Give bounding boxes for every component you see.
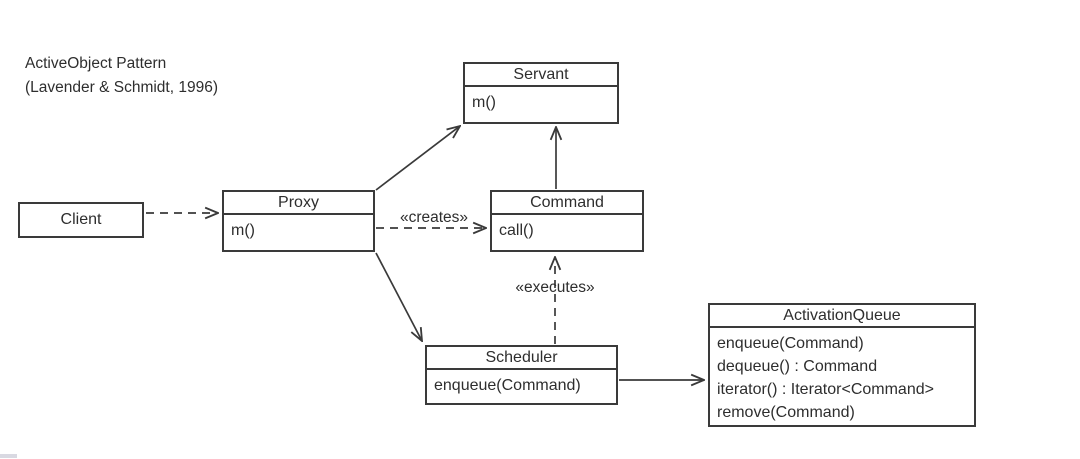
class-box-servant: Servant m() [463,62,619,124]
class-member: call() [499,222,534,239]
class-box-activationqueue: ActivationQueue enqueue(Command) dequeue… [708,303,976,427]
corner-artifact [0,454,17,458]
class-member: m() [231,222,255,239]
class-member: remove(Command) [717,404,855,421]
class-members-servant: m() [465,87,617,114]
class-name-scheduler: Scheduler [427,347,616,370]
class-member: enqueue(Command) [434,377,581,394]
edge-label-creates: «creates» [399,209,469,226]
edge-label-executes: «executes» [515,279,595,296]
class-members-scheduler: enqueue(Command) [427,370,616,397]
class-name-proxy: Proxy [224,192,373,215]
diagram-title: ActiveObject Pattern (Lavender & Schmidt… [25,52,218,100]
class-member: iterator() : Iterator<Command> [717,381,934,398]
class-box-scheduler: Scheduler enqueue(Command) [425,345,618,405]
edge-proxy-to-scheduler [375,252,422,341]
class-name-servant: Servant [465,64,617,87]
class-members-activationqueue: enqueue(Command) dequeue() : Command ite… [710,328,974,424]
class-member: m() [472,94,496,111]
class-member: enqueue(Command) [717,335,864,352]
class-members-command: call() [492,215,642,242]
class-box-proxy: Proxy m() [222,190,375,252]
class-member: dequeue() : Command [717,358,878,375]
class-name-client: Client [60,211,102,228]
class-name-activationqueue: ActivationQueue [710,305,974,328]
edge-proxy-to-servant [375,126,460,191]
class-members-proxy: m() [224,215,373,242]
class-name-command: Command [492,192,642,215]
class-box-client: Client [18,202,144,238]
class-box-command: Command call() [490,190,644,252]
title-line-1: ActiveObject Pattern [25,55,167,72]
title-line-2: (Lavender & Schmidt, 1996) [25,79,218,96]
